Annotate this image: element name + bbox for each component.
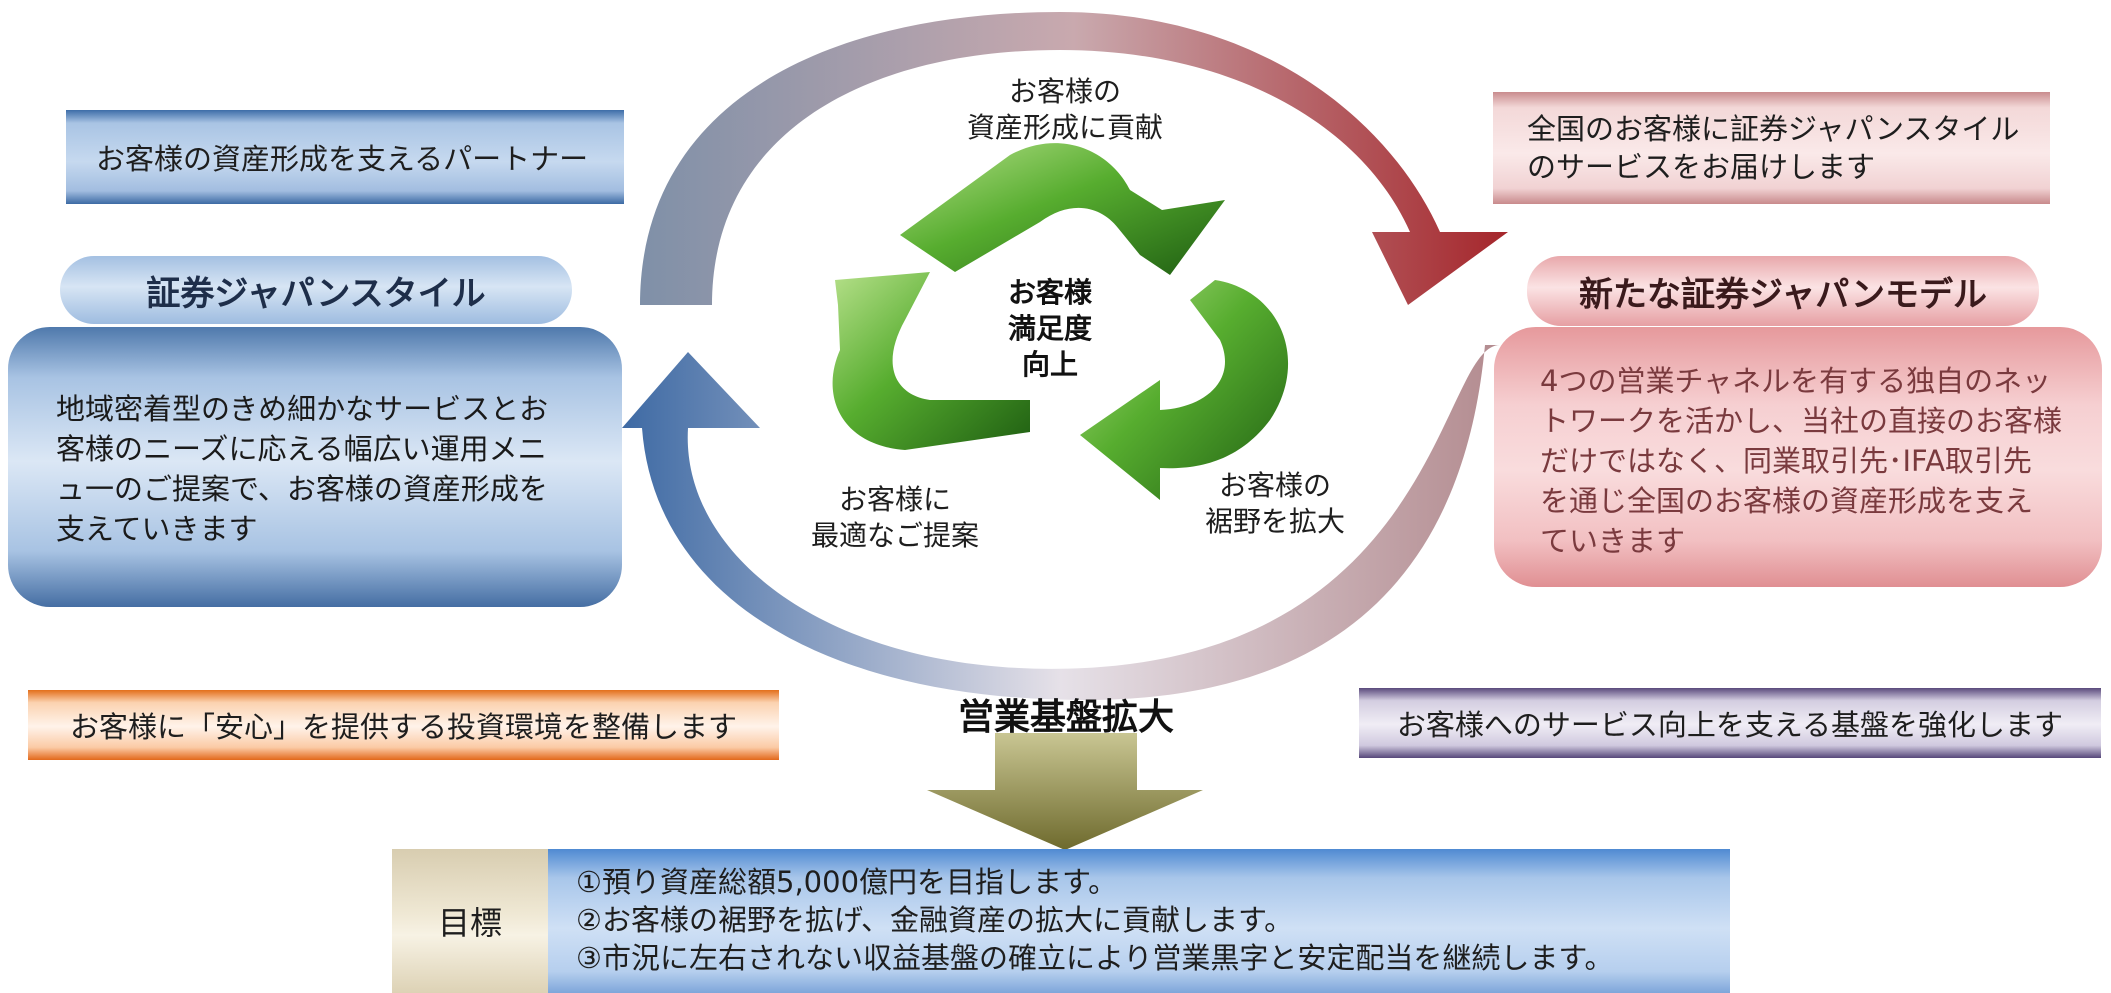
new-japan-model-title: 新たな証券ジャパンモデル <box>1527 256 2039 326</box>
goal-item: ②お客様の裾野を拡げ、金融資産の拡大に貢献します。 <box>576 903 1294 937</box>
service-foundation-strip: お客様へのサービス向上を支える基盤を強化します <box>1359 688 2101 758</box>
partner-strip: お客様の資産形成を支えるパートナー <box>66 110 624 204</box>
shoken-japan-style-title-text: 証券ジャパンスタイル <box>146 273 486 314</box>
center-label-line: 満足度 <box>1007 312 1092 345</box>
service-strip-line: のサービスをお届けします <box>1527 150 1876 184</box>
cycle-label-top: お客様の 資産形成に貢献 <box>930 74 1200 146</box>
cycle-label-line: 裾野を拡大 <box>1204 505 1345 538</box>
recycle-arrow-right <box>1080 280 1289 500</box>
shoken-japan-style-title: 証券ジャパンスタイル <box>60 256 572 324</box>
anshin-environment-text: お客様に「安心」を提供する投資環境を整備します <box>69 710 737 744</box>
description-line: ュ一のご提案で、お客様の資産形成を <box>56 472 548 506</box>
foundation-heading: 営業基盤拡大 <box>957 697 1174 738</box>
cycle-label-line: 資産形成に貢献 <box>966 111 1163 144</box>
service-delivery-strip: 全国のお客様に証券ジャパンスタイル のサービスをお届けします <box>1493 92 2050 204</box>
new-japan-model-description: 4つの営業チャネルを有する独自のネッ トワークを活かし、当社の直接のお客様 だけ… <box>1494 327 2102 587</box>
goals-label: 目標 <box>392 849 548 993</box>
description-line: 支えていきます <box>56 512 258 546</box>
description-line: 4つの営業チャネルを有する独自のネッ <box>1540 364 2052 398</box>
description-line: トワークを活かし、当社の直接のお客様 <box>1540 404 2063 438</box>
recycle-arrow-top <box>900 143 1225 275</box>
cycle-label-right: お客様の 裾野を拡大 <box>1190 468 1360 540</box>
cycle-label-line: お客様に <box>838 483 951 516</box>
goals-list: ①預り資産総額5,000億円を目指します。 ②お客様の裾野を拡げ、金融資産の拡大… <box>548 849 1730 993</box>
goal-item: ①預り資産総額5,000億円を目指します。 <box>576 865 1118 899</box>
service-strip-line: 全国のお客様に証券ジャパンスタイル <box>1527 112 2020 146</box>
ring-arrow-top <box>640 12 1508 305</box>
center-label-line: 向上 <box>1021 348 1078 381</box>
description-line: ていきます <box>1540 524 1686 558</box>
cycle-label-line: お客様の <box>1218 469 1331 502</box>
center-label-line: お客様 <box>1007 276 1092 309</box>
description-line: だけではなく、同業取引先･IFA取引先 <box>1540 444 2032 478</box>
recycle-arrow-left <box>832 272 1030 450</box>
shoken-japan-style-description: 地域密着型のきめ細かなサービスとお 客様のニーズに応える幅広い運用メニ ュ一のご… <box>8 327 622 607</box>
description-line: 客様のニーズに応える幅広い運用メニ <box>56 432 547 466</box>
down-arrow <box>927 733 1203 850</box>
goals-label-text: 目標 <box>437 904 502 942</box>
description-line: を通じ全国のお客様の資産形成を支え <box>1540 484 2034 518</box>
cycle-label-line: お客様の <box>1008 75 1121 108</box>
new-japan-model-title-text: 新たな証券ジャパンモデル <box>1579 274 1987 315</box>
anshin-environment-strip: お客様に「安心」を提供する投資環境を整備します <box>28 690 779 760</box>
service-foundation-text: お客様へのサービス向上を支える基盤を強化します <box>1396 708 2064 742</box>
ring-arrow-bottom <box>622 345 1500 700</box>
goal-item: ③市況に左右されない収益基盤の確立により営業黒字と安定配当を継続します。 <box>576 941 1614 975</box>
partner-strip-text: お客様の資産形成を支えるパートナー <box>96 142 589 176</box>
cycle-label-left: お客様に 最適なご提案 <box>790 482 1000 554</box>
satisfaction-center-label: お客様 満足度 向上 <box>990 275 1110 383</box>
description-line: 地域密着型のきめ細かなサービスとお <box>56 392 549 426</box>
cycle-label-line: 最適なご提案 <box>810 519 979 552</box>
